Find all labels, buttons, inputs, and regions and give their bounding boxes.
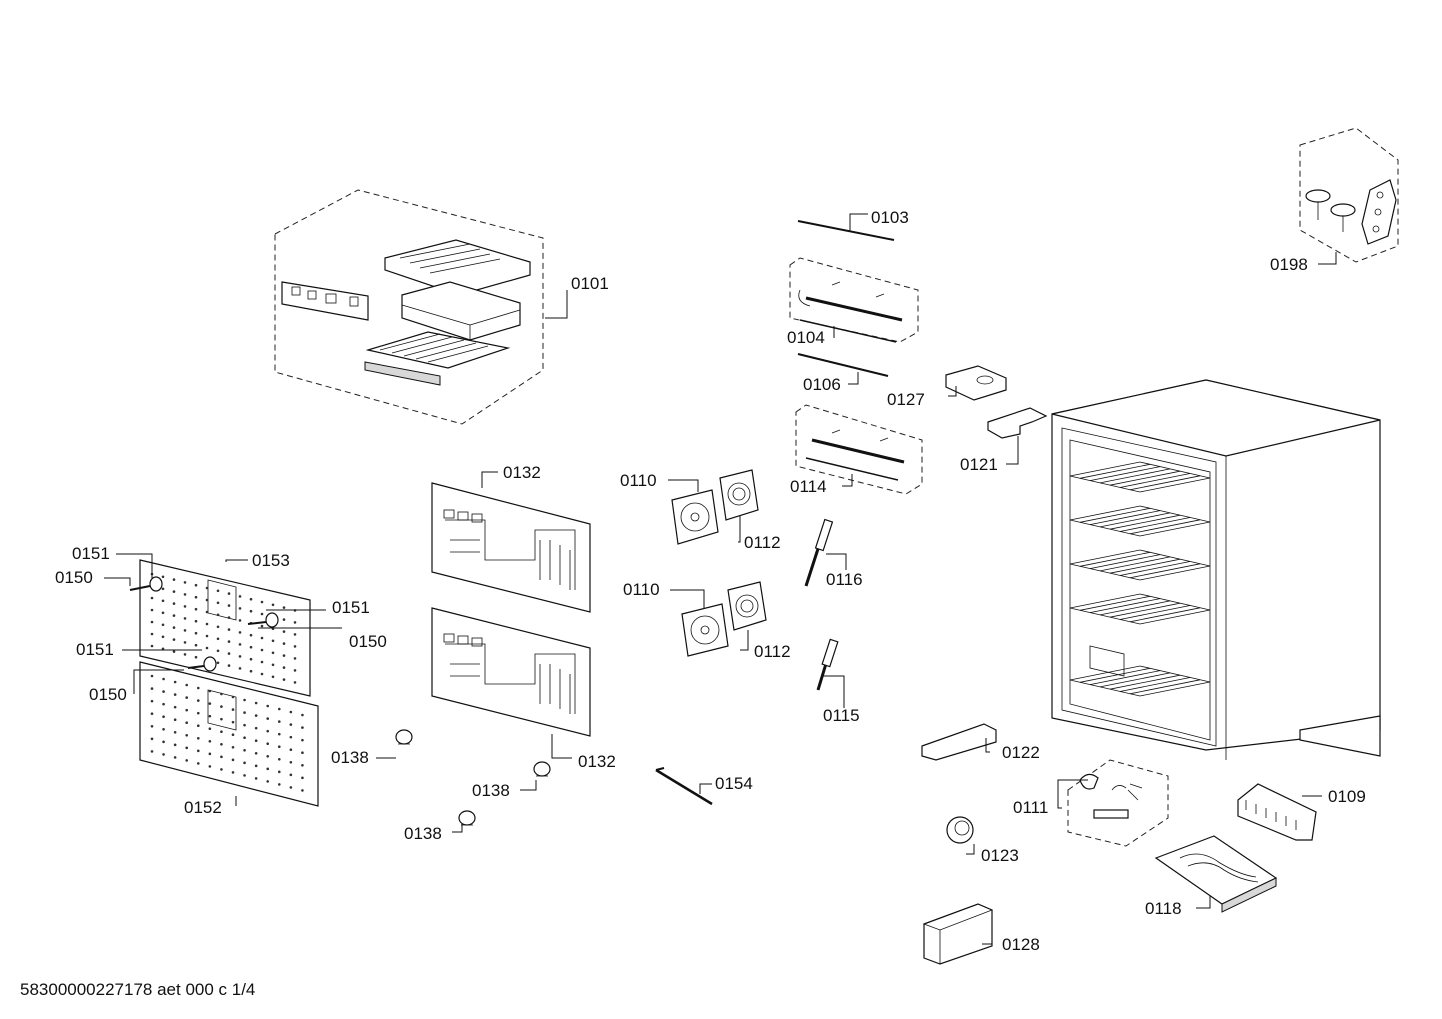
part-0198-assembly <box>1299 127 1399 263</box>
callout-0122: 0122 <box>1002 743 1040 762</box>
callout-0153: 0153 <box>252 551 290 570</box>
callout-0138-bottom: 0138 <box>404 824 442 843</box>
leader-lines <box>104 213 1337 945</box>
callout-0110-upper: 0110 <box>620 471 657 490</box>
part-0110-fan-lower <box>681 603 729 657</box>
part-0123 <box>946 816 974 844</box>
part-0132-upper-plate <box>431 482 591 613</box>
callout-0118: 0118 <box>1145 899 1182 918</box>
part-0112-grill-upper <box>719 469 759 521</box>
callout-0114: 0114 <box>790 477 827 496</box>
part-0115 <box>816 638 839 691</box>
callout-0151-mid: 0151 <box>76 640 114 659</box>
callout-0115: 0115 <box>823 706 860 725</box>
callout-0132-lower: 0132 <box>578 752 616 771</box>
callout-0111: 0111 <box>1013 798 1048 817</box>
part-0111-assembly <box>1067 759 1169 847</box>
part-0112-grill-lower <box>727 581 767 631</box>
part-0109 <box>1237 783 1317 841</box>
callout-0110-lower: 0110 <box>623 580 660 599</box>
part-0150-0151-screws <box>129 576 279 672</box>
part-0101-assembly <box>274 189 544 425</box>
part-0110-fan-upper <box>671 489 719 545</box>
callout-0150-bottom: 0150 <box>89 685 127 704</box>
callout-0112-lower: 0112 <box>754 642 791 661</box>
part-0122 <box>921 723 997 761</box>
callout-0151-top: 0151 <box>72 544 110 563</box>
part-0132-lower-plate <box>431 607 591 737</box>
part-0114-assembly <box>795 404 923 495</box>
callout-0127: 0127 <box>887 390 925 409</box>
callout-0128: 0128 <box>1002 935 1040 954</box>
part-0152-panel <box>139 661 319 807</box>
callout-0152: 0152 <box>184 798 222 817</box>
cabinet-body <box>1051 379 1381 760</box>
callout-0198: 0198 <box>1270 255 1308 274</box>
callout-0138-mid: 0138 <box>472 781 510 800</box>
callout-0103: 0103 <box>871 208 909 227</box>
part-0121 <box>987 407 1048 439</box>
callout-0132-upper: 0132 <box>503 463 541 482</box>
callout-0151-right: 0151 <box>332 598 370 617</box>
callout-0106: 0106 <box>803 375 841 394</box>
callout-0116: 0116 <box>826 570 863 589</box>
callout-0138-left: 0138 <box>331 748 369 767</box>
callout-0150-top: 0150 <box>55 568 93 587</box>
callout-0150-right: 0150 <box>349 632 387 651</box>
callout-0121: 0121 <box>960 455 998 474</box>
document-code: 58300000227178 aet 000 c 1/4 <box>20 980 256 999</box>
callout-labels: 0101 0103 0104 0106 0127 0121 0114 0198 … <box>55 208 1366 954</box>
part-0116 <box>804 518 834 587</box>
part-0154 <box>655 767 713 806</box>
part-0106-rod <box>797 353 889 377</box>
callout-0112-upper: 0112 <box>744 533 781 552</box>
callout-0109: 0109 <box>1328 787 1366 806</box>
part-0153-panel <box>139 559 311 697</box>
callout-0101: 0101 <box>571 274 609 293</box>
part-0104-assembly <box>789 257 919 343</box>
callout-0154: 0154 <box>715 774 753 793</box>
part-0118 <box>1154 835 1278 913</box>
part-0103-rod <box>797 220 895 241</box>
part-0127 <box>945 365 1007 401</box>
part-0128 <box>922 903 994 965</box>
callout-0104: 0104 <box>787 328 825 347</box>
callout-0123: 0123 <box>981 846 1019 865</box>
part-0138-plugs <box>395 729 551 826</box>
